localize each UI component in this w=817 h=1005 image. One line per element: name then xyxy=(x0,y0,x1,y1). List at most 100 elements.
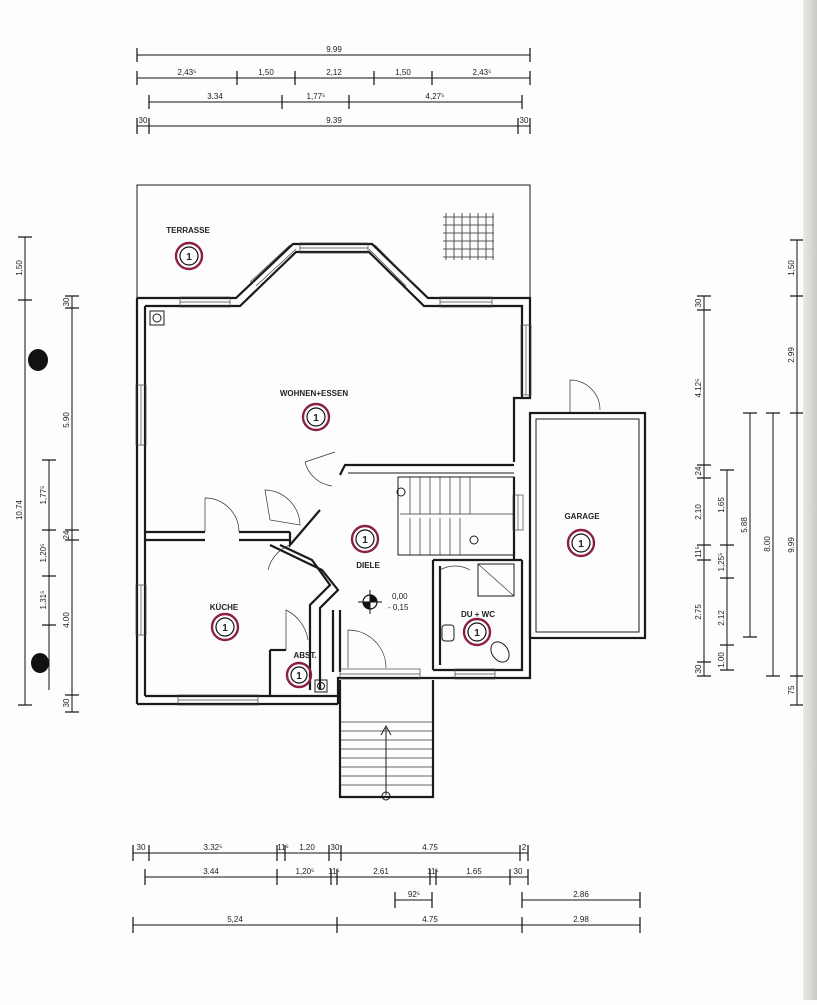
punch-hole xyxy=(31,653,49,673)
dim-left-mid: 1,77⁵ xyxy=(39,486,48,505)
dim-right-garage: 8.00 xyxy=(763,536,772,552)
punch-hole xyxy=(28,349,48,371)
level-upper: 0,00 xyxy=(392,592,408,601)
dim-bottom-wall: 11⁵ xyxy=(328,867,340,876)
room-marker: 1 xyxy=(210,612,240,642)
room-du-wc: DU + WC 1 xyxy=(461,610,495,647)
dim-bottom-seg: 5,24 xyxy=(227,915,243,924)
room-marker: 1 xyxy=(301,402,331,432)
room-label-abst: ABST. xyxy=(293,651,316,660)
room-marker: 1 xyxy=(566,528,596,558)
dim-bottom-wall: 30 xyxy=(514,867,523,876)
room-diele: 1 DIELE xyxy=(350,524,380,570)
level-lower: - 0,15 xyxy=(388,603,409,612)
dim-top-seg: 1,50 xyxy=(395,68,411,77)
dim-top-wall: 30 xyxy=(139,116,148,125)
dim-bottom-seg: 1.20 xyxy=(299,843,315,852)
shower-tray xyxy=(477,563,515,597)
left-dimension-chains: 1,50 10.74 1,77⁵ 1,20⁵ 1,31⁵ 30 5.90 24 … xyxy=(15,236,79,713)
dim-bottom-wall: 30 xyxy=(331,843,340,852)
dim-bottom-wall: 11⁵ xyxy=(277,843,289,852)
room-marker: 1 xyxy=(350,524,380,554)
room-wohnen-essen: WOHNEN+ESSEN 1 xyxy=(280,389,348,432)
dim-right-inner: 2.10 xyxy=(694,504,703,520)
dim-right-outer: 1,50 xyxy=(787,260,796,276)
dim-right-mid: 2.12 xyxy=(717,610,726,626)
terrace-area xyxy=(136,184,531,298)
level-marker: 0,00 - 0,15 xyxy=(358,590,409,614)
dim-left-inner: 5.90 xyxy=(62,412,71,428)
room-marker: 1 xyxy=(174,241,204,271)
fixtures xyxy=(149,310,515,693)
dim-bottom-seg: 2.98 xyxy=(573,915,589,924)
dim-right-mid: 1.00 xyxy=(717,652,726,668)
room-label-du-wc: DU + WC xyxy=(461,610,495,619)
interior-stairs xyxy=(396,477,514,555)
room-marker-number: 1 xyxy=(186,252,192,263)
dim-top-seg: 2,43⁵ xyxy=(473,68,492,77)
dim-right-inner: 4.12⁵ xyxy=(694,379,703,398)
dim-right-garage: 5.88 xyxy=(740,517,749,533)
dim-bottom-wall: 30 xyxy=(137,843,146,852)
dim-bottom-seg: 2.61 xyxy=(373,867,389,876)
room-marker-number: 1 xyxy=(313,413,319,424)
dim-bottom-seg: 1.65 xyxy=(466,867,482,876)
top-dimension-chains: 9.99 2,43⁵ 1,50 2,12 1,50 2,43⁵ 3.34 1,7… xyxy=(136,45,531,134)
dim-left-mid: 1,31⁵ xyxy=(39,591,48,610)
room-label-wohnen-essen: WOHNEN+ESSEN xyxy=(280,389,348,398)
dim-left-mid: 1,20⁵ xyxy=(39,544,48,563)
dim-top-seg: 9.39 xyxy=(326,116,342,125)
dim-right-wall: 30 xyxy=(694,298,703,307)
dim-right-outer: 9.99 xyxy=(787,537,796,553)
dim-bottom-seg: 1,20⁵ xyxy=(296,867,315,876)
dim-right-mid: 1,65 xyxy=(717,497,726,513)
toilet xyxy=(490,641,510,663)
room-terrasse: TERRASSE 1 xyxy=(166,226,210,271)
house-walls xyxy=(135,242,532,706)
dim-bottom-seg: 2.86 xyxy=(573,890,589,899)
dim-bottom-seg: 4.75 xyxy=(422,915,438,924)
dim-bottom-seg: 3.44 xyxy=(203,867,219,876)
dim-left-wall: 30 xyxy=(62,698,71,707)
dim-bottom-wall: 2 xyxy=(522,843,527,852)
room-label-terrasse: TERRASSE xyxy=(166,226,210,235)
dim-right-wall: 30 xyxy=(694,664,703,673)
dim-left-terrace: 1,50 xyxy=(15,260,24,276)
room-marker-number: 1 xyxy=(222,623,228,634)
room-label-diele: DIELE xyxy=(356,561,380,570)
dim-top-seg: 3.34 xyxy=(207,92,223,101)
windows xyxy=(135,242,532,706)
page-edge xyxy=(803,0,817,1000)
dim-top-seg: 1,50 xyxy=(258,68,274,77)
dim-right-outer: 75 xyxy=(787,685,796,694)
room-kueche: KÜCHE 1 xyxy=(210,603,240,642)
room-marker-number: 1 xyxy=(296,671,302,682)
dim-bottom-seg: 4.75 xyxy=(422,843,438,852)
dim-bottom-seg: 3.32⁵ xyxy=(204,843,223,852)
terrace-grid xyxy=(443,213,494,260)
room-marker-number: 1 xyxy=(578,539,584,550)
dim-right-inner: 2.75 xyxy=(694,604,703,620)
dim-left-inner: 4.00 xyxy=(62,612,71,628)
dim-left-wall: 24 xyxy=(62,530,71,539)
room-marker-number: 1 xyxy=(474,628,480,639)
dim-top-seg: 2,43⁵ xyxy=(178,68,197,77)
dim-bottom-seg: 92⁵ xyxy=(408,890,420,899)
room-label-garage: GARAGE xyxy=(564,512,600,521)
dim-top-wall: 30 xyxy=(520,116,529,125)
dim-top-total: 9.99 xyxy=(326,45,342,54)
bottom-dimension-chains: 30 3.32⁵ 11⁵ 1.20 30 4.75 2 3.44 1,20⁵ 1… xyxy=(132,843,641,933)
room-label-kueche: KÜCHE xyxy=(210,603,239,612)
dim-top-seg: 1,77⁵ xyxy=(307,92,326,101)
washbasin xyxy=(441,624,455,642)
chimney-box xyxy=(149,310,165,326)
dim-top-seg: 2,12 xyxy=(326,68,342,77)
garage-structure xyxy=(528,411,647,640)
dim-right-wall: 11⁵ xyxy=(694,546,703,558)
dim-bottom-wall: 11⁵ xyxy=(427,867,439,876)
dim-right-wall: 24 xyxy=(694,466,703,475)
dim-right-outer: 2.99 xyxy=(787,347,796,363)
doors xyxy=(204,379,601,669)
